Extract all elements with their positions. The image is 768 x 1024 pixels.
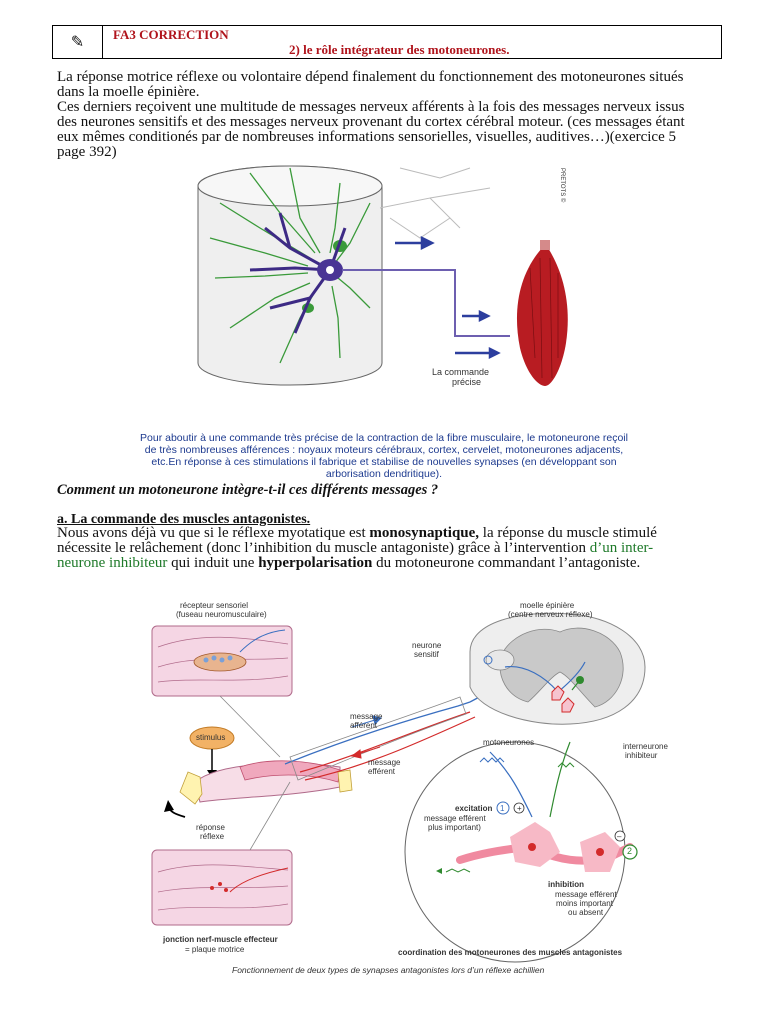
fig2-stimulus: stimulus — [196, 733, 226, 742]
fig2-coordination: coordination des motoneurones des muscle… — [398, 948, 623, 957]
figure1-caption-2: de très nombreuses afférences : noyaux m… — [144, 444, 624, 456]
fig2-efferent: message — [368, 758, 401, 767]
fig2-sensory-neuron-2: sensitif — [414, 650, 439, 659]
fig2-sensory-neuron: neurone — [412, 641, 442, 650]
fig2-interneuron: interneurone — [623, 742, 668, 751]
question-heading: Comment un motoneurone intègre-t-il ces … — [57, 482, 439, 498]
fig2-receptor-2: (fuseau neuromusculaire) — [176, 610, 267, 619]
figure1-label: La commande — [432, 367, 490, 377]
fig2-inhibition: inhibition — [548, 880, 584, 889]
header-subtitle: 2) le rôle intégrateur des motoneurones. — [289, 42, 510, 57]
fig2-cord-2: (centre nerveux réflexe) — [508, 610, 593, 619]
fig2-interneuron-2: inhibiteur — [625, 751, 658, 760]
fig2-efferent-2: efférent — [368, 767, 395, 776]
figure1-caption-4: arborisation dendritique). — [325, 468, 443, 480]
fig2-excitation-msg-2: plus important) — [428, 823, 481, 832]
fig2-response: réponse — [196, 823, 225, 832]
fig2-afferent: message — [350, 712, 383, 721]
fig2-excitation-msg: message efférent — [424, 814, 486, 823]
fig2-num-1: 1 — [500, 804, 505, 813]
fig2-cord: moelle épinière — [520, 601, 575, 610]
header-title: FA3 CORRECTION — [113, 27, 229, 42]
figure1-caption-1: Pour aboutir à une commande très précise… — [140, 432, 628, 444]
figure1-label-2: précise — [452, 377, 482, 387]
intro-line-5: eux mêmes conditionés par de nombreuses … — [57, 129, 676, 145]
pencil-icon: ✎ — [53, 26, 103, 58]
fig2-plus: + — [517, 804, 522, 813]
figure-reflexe-achillien — [151, 612, 646, 963]
section-a-title: a. La commande des muscles antagonistes. — [57, 512, 311, 527]
fig2-inhibition-msg-2: moins important — [556, 899, 613, 908]
fig2-junction: jonction nerf-muscle effecteur — [163, 935, 278, 944]
fig2-receptor: récepteur sensoriel — [180, 601, 249, 610]
intro-line-4: des neurones sensitifs et des messages n… — [57, 114, 685, 130]
fig2-inhibition-msg-3: ou absent — [568, 908, 604, 917]
intro-line-3: Ces derniers reçoivent une multitude de … — [57, 99, 685, 115]
fig2-caption: Fonctionnement de deux types de synapses… — [232, 965, 545, 975]
fig2-junction-2: = plaque motrice — [185, 945, 245, 954]
fig2-inhibition-msg: message efférent — [555, 890, 617, 899]
section-a-line-1: Nous avons déjà vu que si le réflexe myo… — [57, 525, 657, 541]
section-a-line-2: nécessite le relâchement (donc l’inhibit… — [57, 540, 654, 556]
figure1-credit: PRETOTS © — [559, 168, 565, 203]
fig2-minus: – — [617, 832, 622, 841]
section-a-line-3: neurone inhibiteur qui induit une hyperp… — [57, 555, 641, 571]
fig2-afferent-2: afférent — [350, 721, 377, 730]
intro-line-6: page 392) — [57, 144, 117, 160]
figure-motoneurone-afferences — [197, 165, 568, 386]
fig2-response-2: réflexe — [200, 832, 225, 841]
fig2-excitation: excitation — [455, 804, 493, 813]
fig2-num-2: 2 — [627, 846, 633, 856]
intro-line-2: dans la moelle épinière. — [57, 84, 200, 100]
intro-line-1: La réponse motrice réflexe ou volontaire… — [57, 69, 684, 85]
figure1-caption-3: etc.En réponse à ces stimulations il fab… — [151, 456, 617, 468]
header-table: ✎ FA3 CORRECTION 2) le rôle intégrateur … — [52, 25, 722, 59]
fig2-motoneurons: motoneurones — [483, 738, 535, 747]
